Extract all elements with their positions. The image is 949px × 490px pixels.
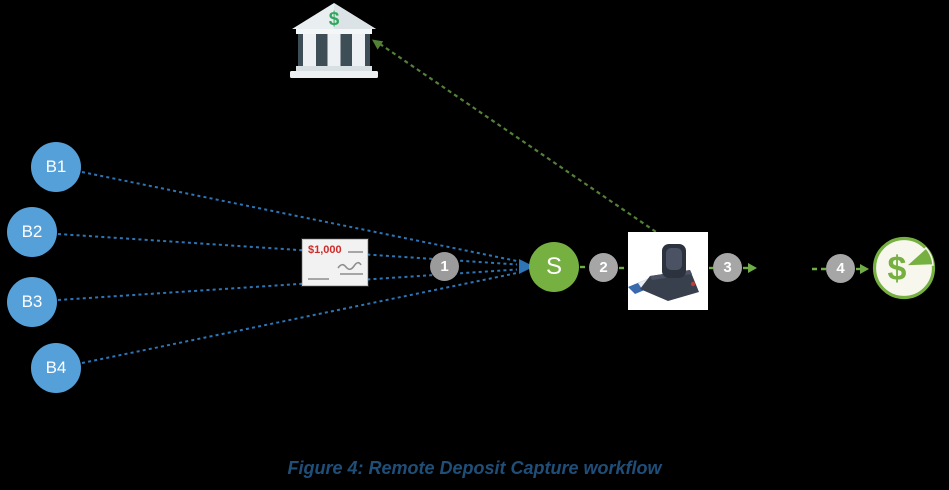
step-label: 3	[723, 259, 732, 276]
branch-label: B4	[45, 358, 67, 377]
bank-icon: $	[288, 3, 380, 81]
bank-arrowhead	[372, 39, 384, 50]
branch-node-b1: B1	[31, 142, 81, 192]
scanner-to-bank-line	[379, 43, 663, 237]
check-scanner-image	[628, 232, 708, 310]
step4-arrowhead	[860, 264, 869, 274]
paper-check-icon: $1,000	[302, 239, 368, 286]
dollar-pie-graphic: $	[872, 236, 936, 300]
check-scanner-icon	[628, 232, 708, 310]
branch-label: B2	[21, 222, 43, 241]
branch-label: B3	[21, 292, 43, 311]
b2-to-server-line	[57, 233, 518, 266]
dollar-pie-icon: $	[871, 235, 937, 301]
branch-node-b2: B2	[7, 207, 57, 257]
step-label: 4	[836, 260, 845, 277]
b3-to-server-line	[57, 268, 518, 301]
step-label: 2	[599, 259, 608, 276]
branch-label: B1	[45, 157, 67, 176]
check-amount: $1,000	[308, 244, 342, 256]
bank-building-icon: $	[290, 3, 378, 78]
b4-to-server-line	[81, 272, 518, 364]
bank-dollar-glyph: $	[329, 9, 340, 30]
step3-arrowhead	[748, 263, 757, 273]
server-node: S	[529, 242, 579, 292]
check-line	[340, 273, 363, 275]
step-4-badge: 4	[826, 254, 855, 283]
step-2-badge: 2	[589, 253, 618, 282]
check-line	[308, 278, 329, 280]
branch-node-b3: B3	[7, 277, 57, 327]
figure-caption: Figure 4: Remote Deposit Capture workflo…	[287, 458, 662, 478]
fees-dollar-glyph: $	[888, 250, 907, 288]
step-3-badge: 3	[713, 253, 742, 282]
b1-to-server-line	[81, 171, 518, 262]
step-label: 1	[440, 258, 449, 275]
check-signature-squiggle	[337, 261, 362, 271]
branch-node-b4: B4	[31, 343, 81, 393]
server-label: S	[545, 253, 562, 280]
check-line	[348, 251, 363, 253]
step-1-badge: 1	[430, 252, 459, 281]
blue-arrowhead	[519, 259, 534, 274]
